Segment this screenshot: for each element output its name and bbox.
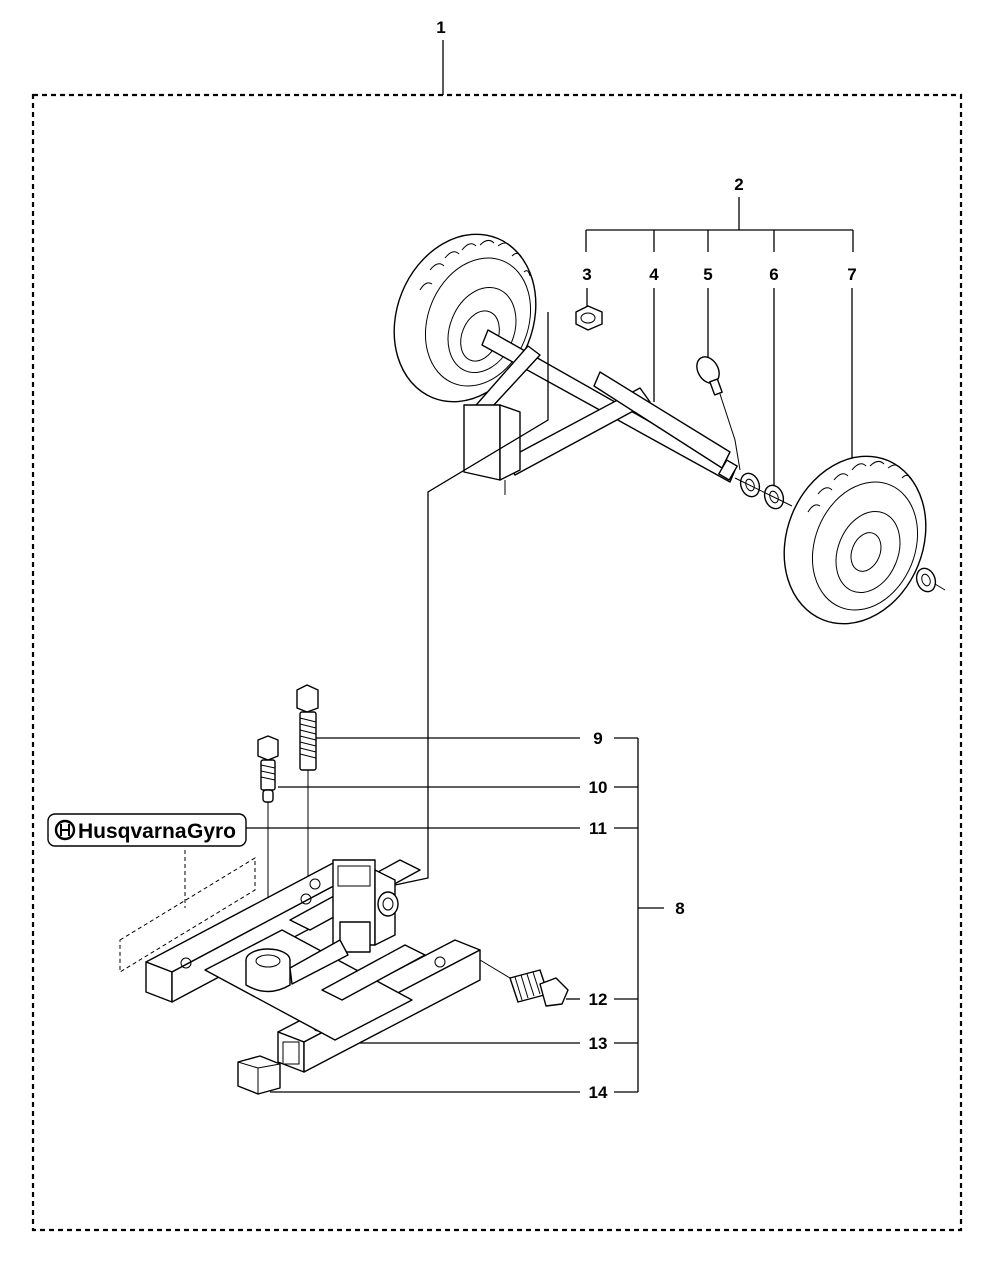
axle-frame <box>463 329 738 495</box>
bearing-housing <box>245 939 349 993</box>
husqvarna-crown-logo <box>54 819 76 841</box>
wheel-left <box>393 233 537 403</box>
bracket-2 <box>585 197 854 252</box>
callout-2: 2 <box>734 175 743 194</box>
callout-3: 3 <box>582 265 591 284</box>
callout-12: 12 <box>589 990 608 1009</box>
callout-7: 7 <box>847 265 856 284</box>
callout-13: 13 <box>589 1034 608 1053</box>
bracket-8 <box>614 737 664 1093</box>
callout-9: 9 <box>593 729 602 748</box>
callout-10: 10 <box>589 778 608 797</box>
callout-5: 5 <box>703 265 712 284</box>
fitting-12 <box>509 969 569 1007</box>
decal-brand: Husqvarna <box>78 820 187 843</box>
callout-8: 8 <box>675 899 684 918</box>
vertical-tube <box>332 859 399 953</box>
assembly-boundary <box>31 93 963 1232</box>
nut-3 <box>575 305 603 331</box>
base-frame <box>145 859 481 1073</box>
callout-14: 14 <box>589 1083 608 1102</box>
end-cap-14 <box>237 1055 281 1095</box>
wheel-right <box>783 455 927 625</box>
decal-11: Husqvarna Gyro <box>47 813 247 847</box>
callout-4: 4 <box>649 265 659 284</box>
callout-1: 1 <box>436 18 445 37</box>
decal-model: Gyro <box>187 820 236 843</box>
decal-placement-outline <box>119 857 256 973</box>
washer-7 <box>915 567 937 593</box>
callout-6: 6 <box>769 265 778 284</box>
leader-axle-to-base <box>394 312 549 886</box>
bolt-9 <box>296 684 319 771</box>
screw-10 <box>257 735 279 803</box>
callout-11: 11 <box>589 819 607 838</box>
pin-5 <box>696 356 741 471</box>
